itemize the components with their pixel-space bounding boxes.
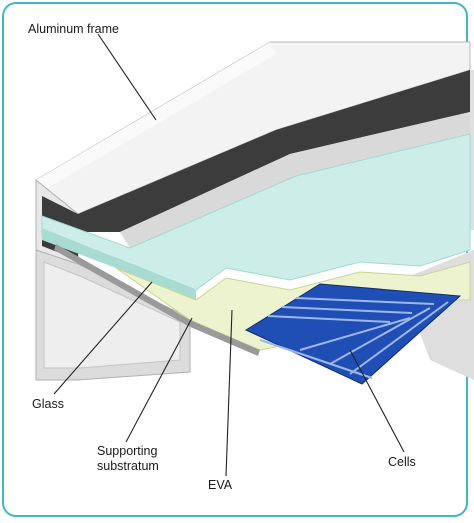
leader-supporting	[125, 317, 193, 443]
frame-right-face	[470, 70, 474, 230]
frame-channel-dark	[78, 70, 470, 232]
frame-lower-inner	[43, 261, 181, 369]
frame-top-edge	[36, 42, 276, 190]
label-eva: EVA	[208, 478, 233, 492]
leader-glass	[53, 281, 153, 395]
glass-front-edge	[42, 228, 196, 300]
label-substratum: substratum	[97, 459, 159, 473]
label-aluminum-frame: Aluminum frame	[28, 22, 119, 36]
substratum-layer	[54, 244, 260, 356]
cell-grid	[259, 297, 449, 379]
leader-cells	[349, 349, 405, 453]
leader-eva	[225, 309, 233, 477]
label-supporting: Supporting	[97, 444, 158, 458]
label-glass: Glass	[32, 397, 64, 411]
leader-lines	[53, 33, 405, 477]
label-cells: Cells	[388, 455, 416, 469]
leader-aluminum-frame	[97, 33, 157, 121]
